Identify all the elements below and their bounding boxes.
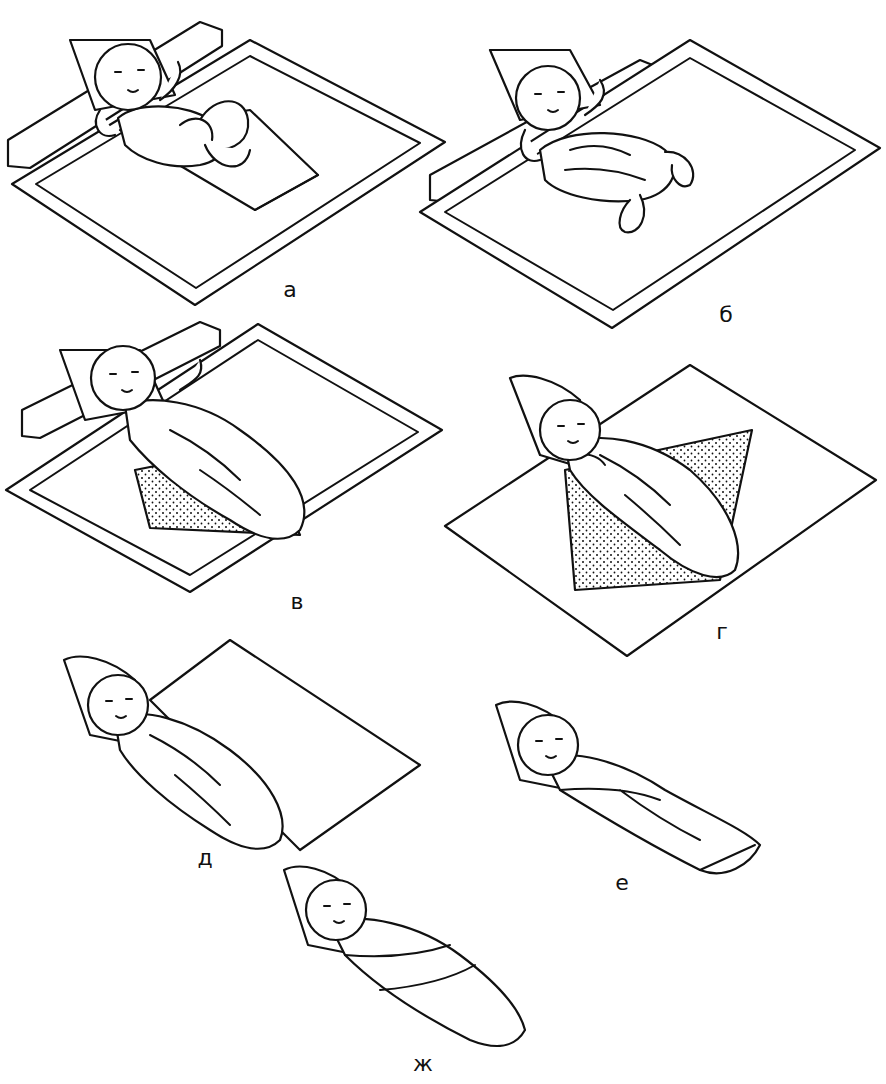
panel-letter: ж [413, 1053, 433, 1075]
panel-letter: а [283, 279, 296, 301]
panel-g [284, 867, 525, 1046]
panel-letter: г [716, 621, 728, 643]
panel-b [420, 40, 880, 328]
panel-c [6, 322, 442, 592]
panel-letter: в [291, 591, 304, 613]
panel-letter: б [719, 304, 733, 326]
panel-d [445, 365, 876, 656]
panel-letter: е [615, 872, 629, 894]
panel-f [496, 702, 760, 874]
panel-letter: д [197, 847, 212, 869]
panel-e [64, 640, 420, 850]
panel-a [8, 22, 445, 305]
